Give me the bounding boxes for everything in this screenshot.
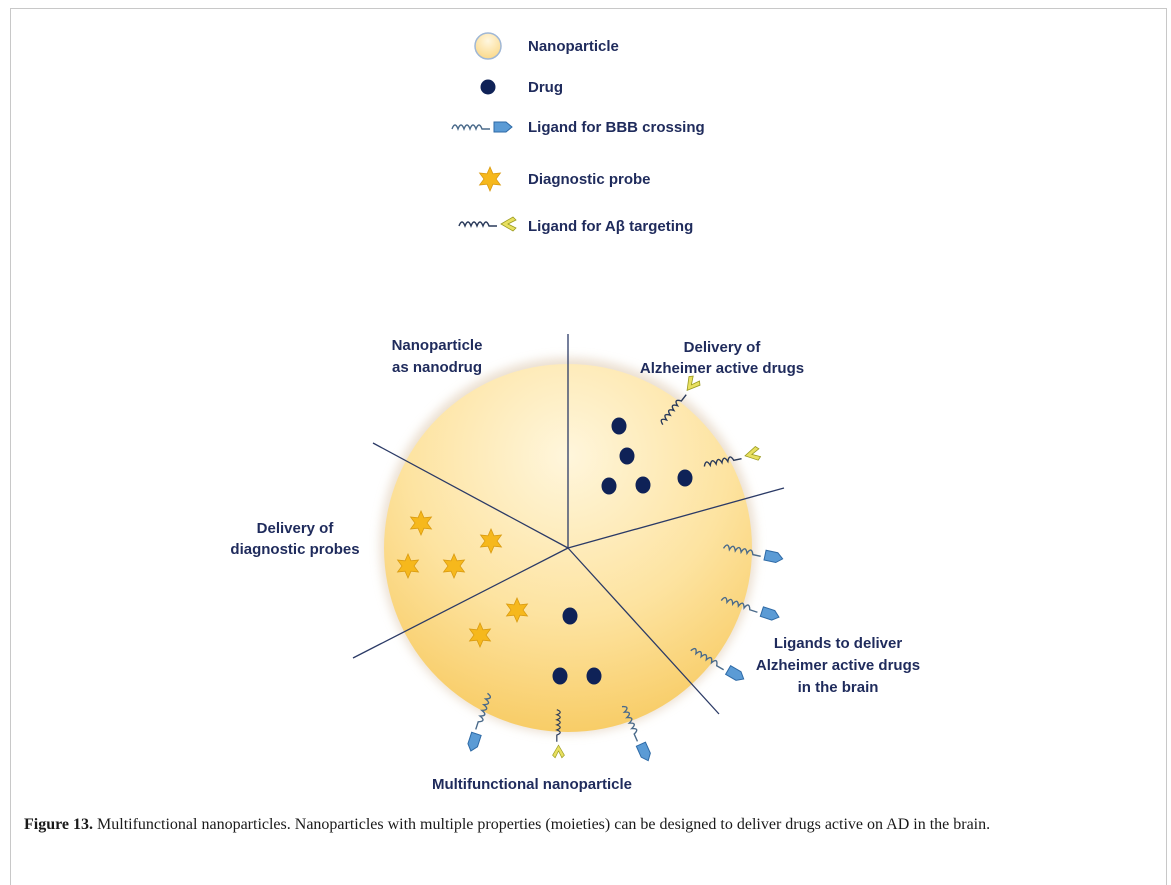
diagnostic-probe-icon [479,166,501,192]
nanoparticle-diagram: Nanoparticle Drug Ligand for BBB crossin… [230,32,920,793]
label-ligands-2: Alzheimer active drugs [756,657,920,674]
drug-dot [677,469,693,487]
alzheimer-drugs [601,417,693,495]
label-diagnostic-2: diagnostic probes [230,541,359,558]
legend-label-diagnostic-probe: Diagnostic probe [528,171,651,188]
legend-item-drug: Drug [480,79,563,96]
divider-right [567,487,785,549]
label-nanodrug-1: Nanoparticle [392,337,483,354]
drug-dot [552,667,568,685]
divider-upper-left [372,442,569,549]
drug-dot [586,667,602,685]
legend-item-ligand-bbb: Ligand for BBB crossing [451,119,705,136]
drug-dot [562,607,578,625]
abeta-ligand-icon [458,216,517,232]
label-multifunctional: Multifunctional nanoparticle [432,776,632,793]
legend-label-nanoparticle: Nanoparticle [528,38,619,55]
label-nanodrug-2: as nanodrug [392,359,482,376]
multifunctional-drugs [552,607,602,685]
drug-icon [480,79,496,95]
label-ligands-1: Ligands to deliver [774,635,903,652]
sector-dividers [352,334,785,715]
divider-lower-left [352,547,569,659]
drug-dot [635,476,651,494]
label-alzheimer-1: Delivery of [684,339,762,356]
nanoparticle-icon [474,32,502,60]
drug-dot [619,447,635,465]
legend-item-nanoparticle: Nanoparticle [474,32,619,60]
legend-label-ligand-abeta: Ligand for Aβ targeting [528,218,693,235]
legend-label-ligand-bbb: Ligand for BBB crossing [528,119,705,136]
legend: Nanoparticle Drug Ligand for BBB crossin… [451,32,705,235]
figure-caption: Figure 13. Multifunctional nanoparticles… [24,814,1144,836]
label-ligands-3: in the brain [798,679,879,696]
caption-text: Multifunctional nanoparticles. Nanoparti… [93,816,991,833]
label-alzheimer-2: Alzheimer active drugs [640,360,804,377]
caption-label: Figure 13. [24,816,94,833]
bbb-ligand-icon [451,121,513,133]
legend-item-ligand-abeta: Ligand for Aβ targeting [458,216,693,235]
drug-dot [601,477,617,495]
label-diagnostic-1: Delivery of [257,520,335,537]
drug-dot [611,417,627,435]
legend-item-diagnostic-probe: Diagnostic probe [479,166,651,192]
sector-labels: Nanoparticle as nanodrug Delivery of Alz… [230,337,920,793]
legend-label-drug: Drug [528,79,563,96]
divider-lower-right [567,547,720,715]
figure-frame [10,8,1167,885]
